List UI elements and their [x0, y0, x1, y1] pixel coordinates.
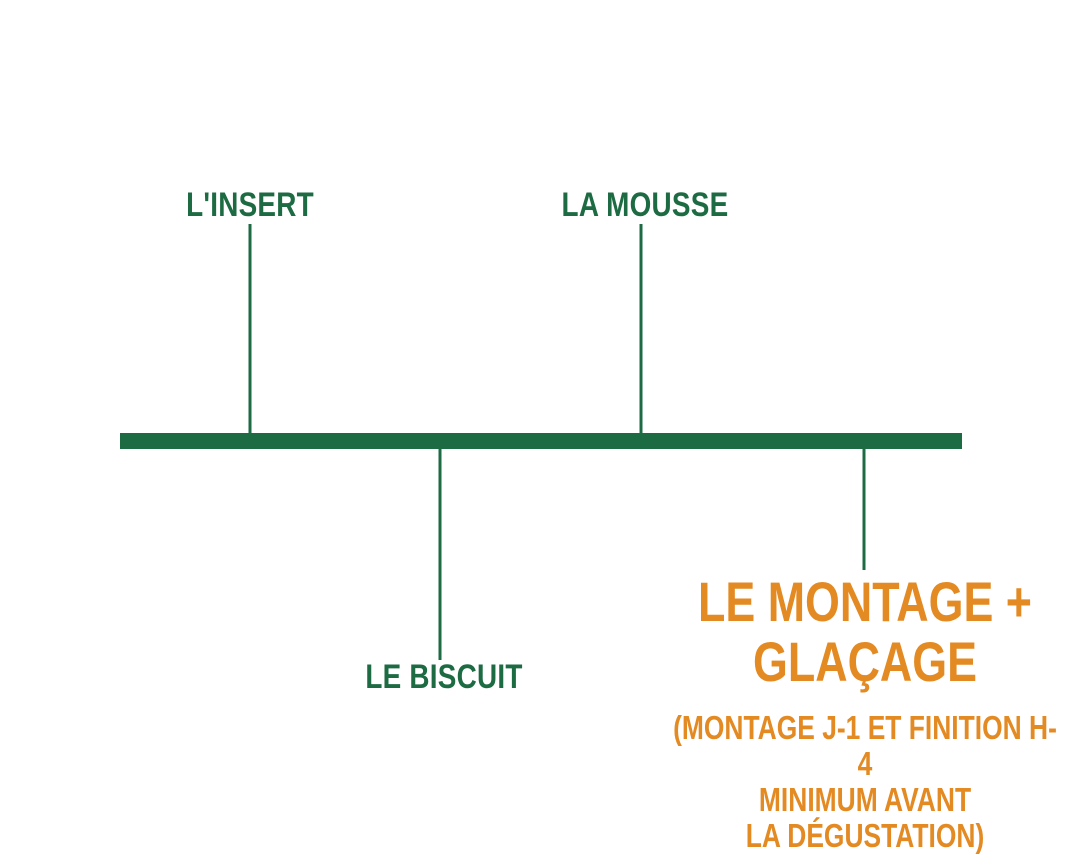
final-stage-note-line-1: (MONTAGE J-1 ET FINITION H-4	[673, 709, 1057, 782]
final-stage-note-line-2: MINIMUM AVANT	[758, 781, 972, 818]
final-stage-title: LE MONTAGE + GLAÇAGE	[685, 572, 1045, 692]
stage-label-insert: L'INSERT	[186, 186, 314, 224]
stage-label-biscuit: LE BISCUIT	[365, 658, 523, 696]
branch-biscuit	[438, 448, 442, 660]
final-stage-note-line-3: LA DÉGUSTATION)	[745, 817, 985, 854]
final-stage-note: (MONTAGE J-1 ET FINITION H-4 MINIMUM AVA…	[669, 710, 1061, 854]
branch-insert	[248, 224, 252, 434]
timeline-spine	[120, 433, 962, 449]
stage-label-mousse: LA MOUSSE	[561, 186, 729, 224]
final-stage-title-line-2: GLAÇAGE	[753, 630, 977, 693]
final-stage-title-line-1: LE MONTAGE +	[698, 570, 1032, 633]
branch-montage	[862, 448, 866, 570]
branch-mousse	[639, 224, 643, 434]
